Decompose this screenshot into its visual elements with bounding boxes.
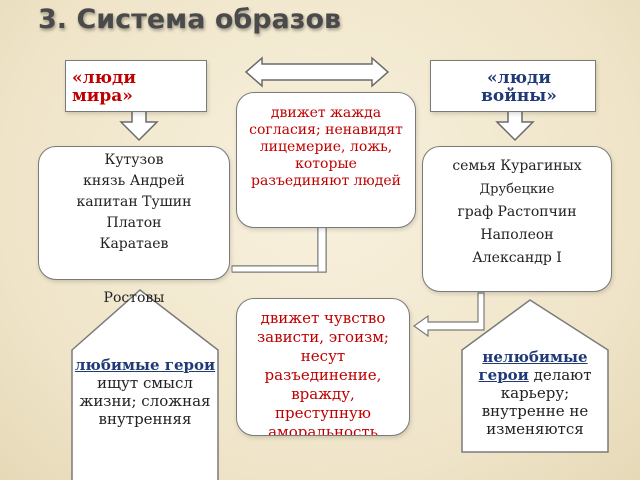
down-arrow-left-icon [119,109,159,142]
connector-war-icon [412,292,485,338]
unloved-heroes-block: нелюбимые герои делают карьеру; внутренн… [464,348,606,448]
war-hero: Александр I [472,250,562,266]
unloved-heroes-title: нелюбимые герои [478,348,588,384]
double-arrow-icon [244,56,390,88]
down-arrow-right-icon [495,109,535,142]
unloved-heroes-text: делают карьеру; внутренне не изменяются [481,366,592,438]
war-heroes-list: семья Курагиных Друбецкие граф Растопчин… [423,147,611,270]
people-of-war-box: «люди войны» [430,60,596,112]
connector-peace-fill-icon [231,265,327,273]
peace-heroes-list: Кутузов князь Андрей капитан Тушин Плато… [39,147,229,255]
peace-hero: Каратаев [99,236,169,252]
peace-hero: капитан Тушин [76,194,192,210]
peace-driver-text: движет жажда согласия; ненавидят лицемер… [249,105,403,189]
war-heroes-box: семья Курагиных Друбецкие граф Растопчин… [422,146,612,292]
peace-hero: Кутузов [104,152,164,168]
war-hero: семья Курагиных [452,158,582,174]
war-driver-box: движет чувство зависти, эгоизм; несут ра… [236,298,410,436]
people-of-peace-box: «люди мира» [65,60,207,112]
beloved-heroes-block: любимые герои ищут смысл жизни; сложная … [74,356,216,480]
peace-hero: Платон [106,215,162,231]
war-hero: Друбецкие [479,182,555,197]
peace-driver-box: движет жажда согласия; ненавидят лицемер… [236,92,416,228]
war-driver-text: движет чувство зависти, эгоизм; несут ра… [257,309,389,436]
war-hero: Наполеон [480,227,554,243]
page-title: 3. Система образов [38,4,342,35]
war-hero: граф Растопчин [457,204,577,220]
beloved-heroes-text: ищут смысл жизни; сложная внутренняя [79,374,211,428]
peace-hero: Ростовы [103,290,165,306]
peace-hero: князь Андрей [83,173,185,189]
people-of-war-label: «люди войны» [481,68,557,106]
connector-peace-icon [232,226,327,273]
people-of-peace-label: «люди мира» [72,68,136,106]
peace-heroes-box: Кутузов князь Андрей капитан Тушин Плато… [38,146,230,280]
beloved-heroes-title: любимые герои [74,356,216,374]
